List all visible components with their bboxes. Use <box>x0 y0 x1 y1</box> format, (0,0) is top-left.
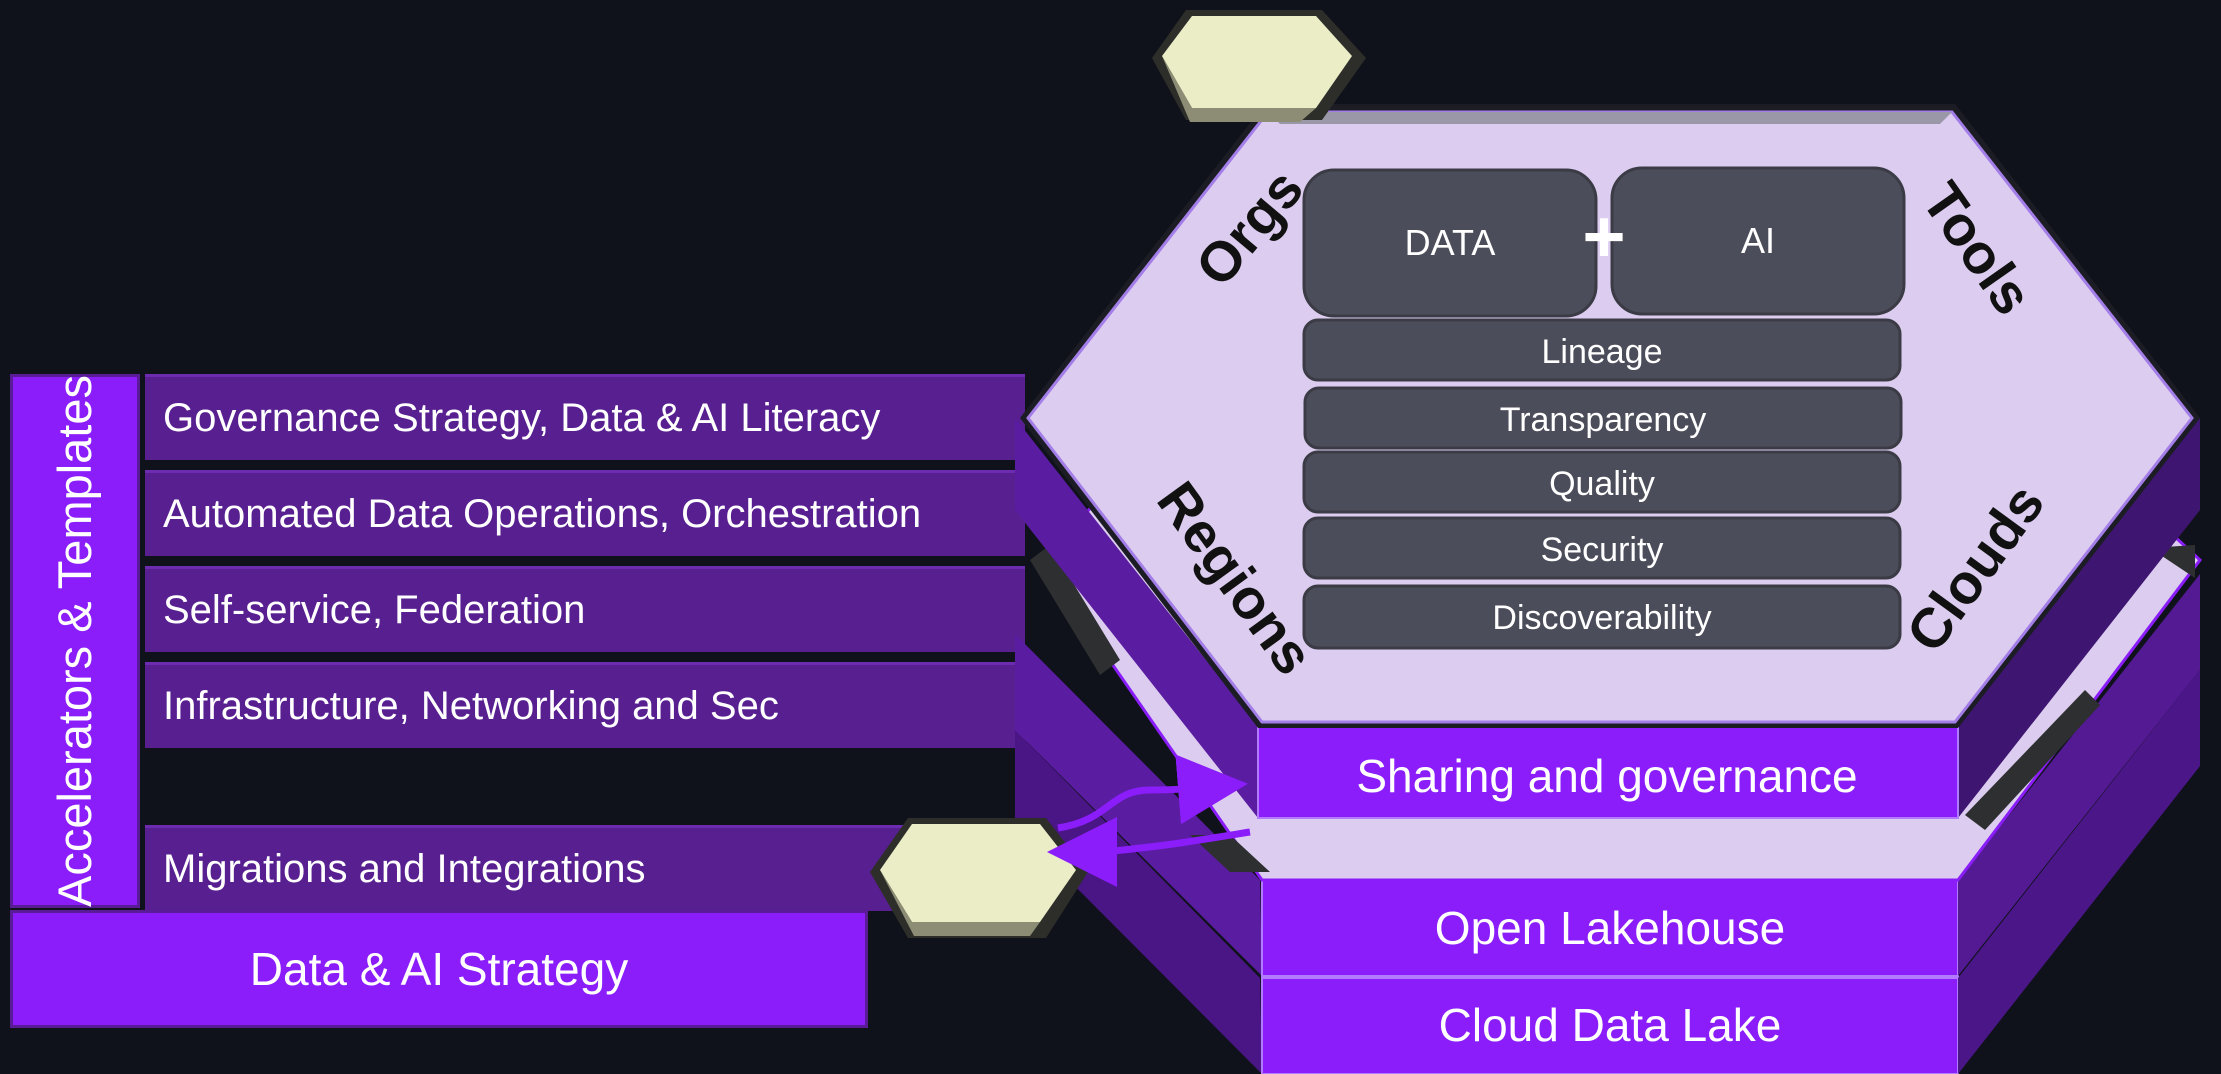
open-lakehouse-label: Open Lakehouse <box>1435 902 1785 954</box>
arrow-to-gem <box>1047 816 1251 887</box>
pill-security <box>1302 516 1902 580</box>
data-ai-strategy-base: Data & AI Strategy <box>10 910 868 1028</box>
ai-label: AI <box>1741 220 1775 261</box>
plus-icon: + <box>1582 195 1625 278</box>
sharing-layer <box>1015 418 2200 819</box>
cloud-data-lake-label: Cloud Data Lake <box>1439 999 1782 1051</box>
row-migrations: Migrations and Integrations <box>145 825 905 911</box>
data-label: DATA <box>1405 222 1496 263</box>
sharing-governance-label: Sharing and governance <box>1356 750 1857 802</box>
cloud-data-lake-layer <box>1015 670 2200 1074</box>
row-infrastructure: Infrastructure, Networking and Sec <box>145 662 1025 748</box>
pillar-quality-label: Quality <box>1549 465 1655 503</box>
pill-discoverability <box>1302 584 1902 650</box>
pillar-discoverability-label: Discoverability <box>1492 599 1711 637</box>
row-governance-strategy: Governance Strategy, Data & AI Literacy <box>145 374 1025 460</box>
gem-top <box>1152 10 1366 122</box>
pill-quality <box>1302 450 1902 514</box>
pillar-security-label: Security <box>1541 531 1664 569</box>
row-automated-data-operations: Automated Data Operations, Orchestration <box>145 470 1025 556</box>
ai-box <box>1610 166 1906 316</box>
accelerators-bar <box>10 374 140 908</box>
row-self-service: Self-service, Federation <box>145 566 1025 652</box>
pillar-lineage-label: Lineage <box>1541 333 1662 371</box>
pillar-transparency-label: Transparency <box>1500 401 1707 439</box>
pill-lineage <box>1302 318 1902 382</box>
pill-transparency <box>1303 386 1903 450</box>
gem-bottom <box>870 818 1088 938</box>
data-box <box>1302 168 1598 318</box>
